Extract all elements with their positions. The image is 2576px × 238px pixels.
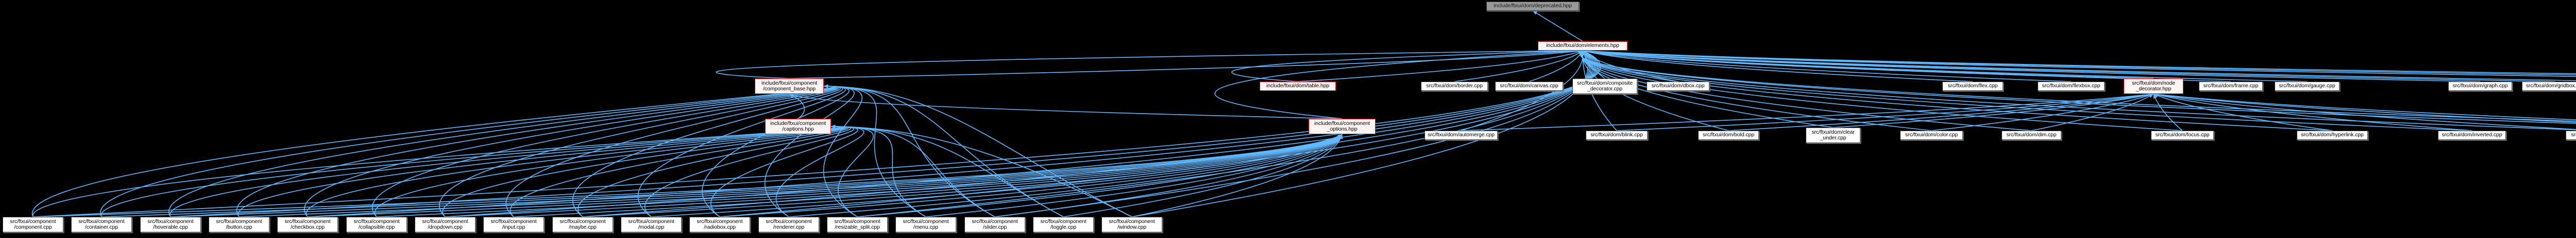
graph-node[interactable]: src/ftxui/component /input.cpp <box>483 217 544 232</box>
graph-node[interactable]: src/ftxui/component /modal.cpp <box>621 217 682 232</box>
graph-node[interactable]: src/ftxui/component /slider.cpp <box>964 217 1025 232</box>
graph-node-label: src/ftxui/dom/canvas.cpp <box>1500 83 1558 89</box>
graph-node-label: src/ftxui/component /container.cpp <box>78 218 125 230</box>
graph-node-label: src/ftxui/dom/inverted.cpp <box>2442 132 2502 138</box>
graph-node-label: src/ftxui/component /toggle.cpp <box>1040 218 1087 230</box>
graph-node[interactable]: src/ftxui/component /maybe.cpp <box>552 217 613 232</box>
graph-node[interactable]: src/ftxui/component /container.cpp <box>71 217 132 232</box>
graph-node[interactable]: src/ftxui/component /button.cpp <box>209 217 269 232</box>
graph-node-label: src/ftxui/component /resizable_split.cpp <box>834 218 880 230</box>
graph-node-label: src/ftxui/component /button.cpp <box>216 218 262 230</box>
graph-node[interactable]: include/ftxui/component _options.hpp <box>1309 119 1376 134</box>
graph-node[interactable]: src/ftxui/component /menu.cpp <box>895 217 956 232</box>
graph-node-label: include/ftxui/dom/elements.hpp <box>1546 42 1619 49</box>
graph-node[interactable]: src/ftxui/dom/hyperlink.cpp <box>2297 131 2368 140</box>
graph-node-label: src/ftxui/dom/focus.cpp <box>2155 132 2210 138</box>
graph-node-label: src/ftxui/component /radiobox.cpp <box>697 218 743 230</box>
graph-node[interactable]: src/ftxui/dom/canvas.cpp <box>1495 82 1563 91</box>
graph-node-label: src/ftxui/dom/gauge.cpp <box>2279 83 2335 89</box>
graph-node-label: src/ftxui/dom/gridbox.cpp <box>2526 83 2576 89</box>
graph-node[interactable]: include/ftxui/component /captions.hpp <box>765 119 831 134</box>
graph-node[interactable]: src/ftxui/dom/italic.cpp <box>2566 131 2576 140</box>
graph-node-label: include/ftxui/dom/deprecated.hpp <box>1494 3 1572 9</box>
graph-node-label: src/ftxui/dom/composite _decorator.cpp <box>1577 80 1633 92</box>
graph-node[interactable]: src/ftxui/dom/color.cpp <box>1900 131 1963 140</box>
graph-node-label: src/ftxui/dom/bold.cpp <box>1703 132 1754 138</box>
graph-node[interactable]: src/ftxui/dom/graph.cpp <box>2448 82 2512 91</box>
graph-node-label: src/ftxui/component /renderer.cpp <box>766 218 812 230</box>
graph-node-label: src/ftxui/dom/dim.cpp <box>2006 132 2057 138</box>
graph-node-label: src/ftxui/component /modal.cpp <box>628 218 674 230</box>
graph-node-label: src/ftxui/dom/flex.cpp <box>1947 83 1998 89</box>
graph-node-label: src/ftxui/dom/graph.cpp <box>2452 83 2508 89</box>
graph-node-label: src/ftxui/dom/clear _under.cpp <box>1811 129 1855 141</box>
graph-node[interactable]: src/ftxui/dom/dbox.cpp <box>1647 82 1709 91</box>
graph-node-label: src/ftxui/component /component.cpp <box>10 218 56 230</box>
graph-node-label: include/ftxui/dom/table.hpp <box>1266 83 1330 89</box>
graph-node[interactable]: src/ftxui/component /component.cpp <box>3 217 63 232</box>
graph-node-label: src/ftxui/dom/color.cpp <box>1905 132 1958 138</box>
graph-node[interactable]: src/ftxui/dom/gauge.cpp <box>2275 82 2340 91</box>
graph-node-label: src/ftxui/dom/node _decorator.hpp <box>2132 80 2175 92</box>
graph-node[interactable]: src/ftxui/dom/clear _under.cpp <box>1806 128 1860 143</box>
graph-node[interactable]: src/ftxui/dom/node _decorator.hpp <box>2124 78 2183 94</box>
graph-node-label: src/ftxui/component /hoverable.cpp <box>147 218 194 230</box>
graph-node-label: src/ftxui/dom/dbox.cpp <box>1651 83 1705 89</box>
graph-node[interactable]: src/ftxui/component /collapsible.cpp <box>346 217 407 232</box>
graph-node[interactable]: include/ftxui/dom/table.hpp <box>1260 82 1336 91</box>
graph-node[interactable]: src/ftxui/dom/composite _decorator.cpp <box>1572 78 1637 94</box>
graph-node-label: src/ftxui/component /maybe.cpp <box>560 218 606 230</box>
graph-node[interactable]: include/ftxui/dom/deprecated.hpp <box>1486 2 1579 11</box>
graph-node-label: src/ftxui/component /dropdown.cpp <box>422 218 468 230</box>
graph-node-label: src/ftxui/dom/italic.cpp <box>2571 132 2576 138</box>
graph-node[interactable]: src/ftxui/dom/focus.cpp <box>2151 131 2214 140</box>
graph-node[interactable]: src/ftxui/dom/border.cpp <box>1421 82 1488 91</box>
graph-node-label: src/ftxui/dom/hyperlink.cpp <box>2301 132 2364 138</box>
graph-node[interactable]: src/ftxui/dom/inverted.cpp <box>2438 131 2506 140</box>
graph-node[interactable]: src/ftxui/component /checkbox.cpp <box>277 217 338 232</box>
graph-node[interactable]: src/ftxui/dom/flex.cpp <box>1942 82 2003 91</box>
graph-node-label: src/ftxui/dom/frame.cpp <box>2203 83 2259 89</box>
graph-node[interactable]: src/ftxui/dom/bold.cpp <box>1698 131 1759 140</box>
graph-node-label: src/ftxui/component /slider.cpp <box>972 218 1018 230</box>
graph-node[interactable]: src/ftxui/dom/dim.cpp <box>2002 131 2061 140</box>
graph-node[interactable]: src/ftxui/component /hoverable.cpp <box>140 217 201 232</box>
graph-node-label: src/ftxui/dom/flexbox.cpp <box>2042 83 2100 89</box>
graph-node[interactable]: include/ftxui/dom/elements.hpp <box>1538 41 1628 51</box>
graph-node[interactable]: src/ftxui/component /window.cpp <box>1101 217 1162 232</box>
graph-node[interactable]: src/ftxui/dom/automerge.cpp <box>1425 131 1498 140</box>
graph-node[interactable]: src/ftxui/component /radiobox.cpp <box>689 217 750 232</box>
graph-node[interactable]: src/ftxui/component /dropdown.cpp <box>415 217 476 232</box>
graph-node[interactable]: src/ftxui/component /resizable_split.cpp <box>827 217 888 232</box>
graph-node-label: src/ftxui/component /input.cpp <box>490 218 537 230</box>
graph-node[interactable]: src/ftxui/dom/frame.cpp <box>2199 82 2263 91</box>
graph-node[interactable]: include/ftxui/component /component_base.… <box>755 78 824 94</box>
graph-node-label: src/ftxui/dom/blink.cpp <box>1590 132 1643 138</box>
graph-node-label: src/ftxui/dom/border.cpp <box>1426 83 1483 89</box>
graph-node[interactable]: src/ftxui/dom/gridbox.cpp <box>2522 82 2576 91</box>
graph-node[interactable]: src/ftxui/component /renderer.cpp <box>758 217 819 232</box>
graph-node-label: src/ftxui/component /menu.cpp <box>903 218 949 230</box>
graph-node[interactable]: src/ftxui/dom/blink.cpp <box>1586 131 1648 140</box>
graph-node[interactable]: src/ftxui/dom/flexbox.cpp <box>2038 82 2105 91</box>
graph-node-label: include/ftxui/component _options.hpp <box>1314 120 1370 132</box>
graph-node-label: src/ftxui/dom/automerge.cpp <box>1428 132 1495 138</box>
graph-node-label: src/ftxui/component /checkbox.cpp <box>284 218 331 230</box>
graph-node-label: src/ftxui/component /collapsible.cpp <box>353 218 400 230</box>
graph-node-label: include/ftxui/component /captions.hpp <box>770 120 826 132</box>
graph-node[interactable]: src/ftxui/component /toggle.cpp <box>1033 217 1094 232</box>
graph-node-label: include/ftxui/component /component_base.… <box>761 80 818 92</box>
graph-node-label: src/ftxui/component /window.cpp <box>1109 218 1155 230</box>
